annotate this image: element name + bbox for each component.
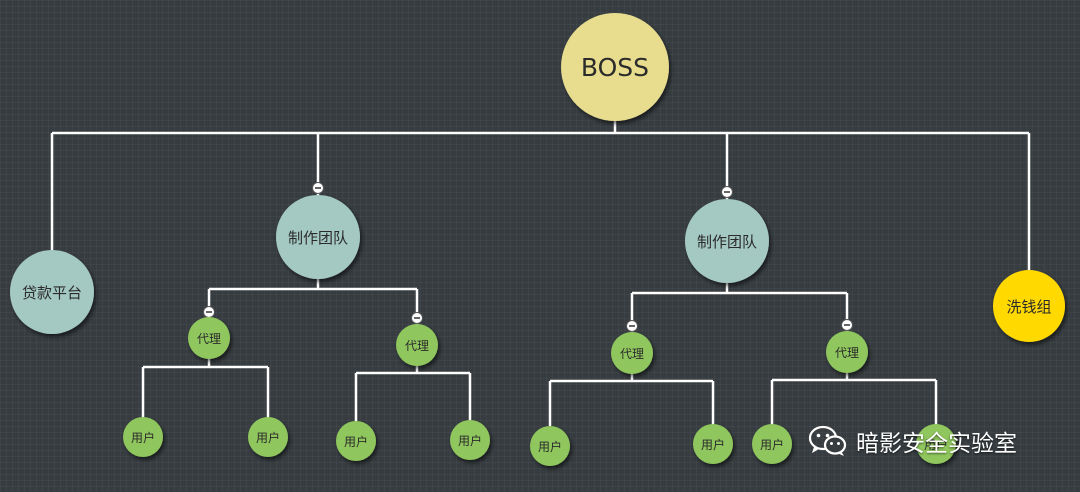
node-money-laundering-label: 洗钱组 (1006, 298, 1051, 316)
node-team-left[interactable]: 制作团队 (276, 195, 360, 279)
node-money-laundering[interactable]: 洗钱组 (993, 270, 1065, 342)
node-user-3[interactable]: 用户 (336, 421, 376, 461)
node-team-right[interactable]: 制作团队 (685, 199, 769, 283)
node-user-3-label: 用户 (344, 434, 368, 449)
node-user-2-label: 用户 (256, 430, 280, 445)
node-boss[interactable]: BOSS (561, 13, 669, 121)
collapse-toggle-team-left[interactable] (312, 182, 324, 194)
node-user-7-label: 用户 (760, 437, 784, 452)
node-team-left-label: 制作团队 (288, 229, 348, 247)
node-user-4[interactable]: 用户 (450, 420, 490, 460)
node-user-8[interactable]: 用户 (916, 424, 956, 464)
node-user-5-label: 用户 (538, 439, 562, 454)
collapse-toggle-agent-2[interactable] (411, 312, 423, 324)
node-loan-platform-label: 贷款平台 (22, 284, 82, 302)
node-user-1[interactable]: 用户 (123, 417, 163, 457)
node-user-7[interactable]: 用户 (752, 424, 792, 464)
node-loan-platform[interactable]: 贷款平台 (10, 250, 94, 334)
collapse-toggle-agent-3[interactable] (626, 320, 638, 332)
node-agent-4-label: 代理 (835, 346, 859, 360)
watermark: 暗影安全实验室 (808, 424, 1017, 458)
node-agent-3[interactable]: 代理 (611, 332, 653, 374)
collapse-toggle-team-right[interactable] (721, 186, 733, 198)
node-user-8-label: 用户 (924, 437, 948, 452)
node-agent-2[interactable]: 代理 (396, 324, 438, 366)
collapse-toggle-agent-4[interactable] (841, 319, 853, 331)
node-agent-1-label: 代理 (197, 332, 221, 346)
node-agent-4[interactable]: 代理 (826, 331, 868, 373)
node-agent-2-label: 代理 (405, 339, 429, 353)
node-team-right-label: 制作团队 (697, 233, 757, 251)
nodes: BOSS 贷款平台 制作团队 制作团队 洗钱组 代理 代理 代理 (10, 13, 1065, 466)
node-user-6[interactable]: 用户 (693, 424, 733, 464)
watermark-text: 暗影安全实验室 (856, 431, 1017, 457)
wechat-icon (808, 425, 847, 456)
node-user-5[interactable]: 用户 (530, 426, 570, 466)
node-agent-1[interactable]: 代理 (188, 317, 230, 359)
connector-lines (50, 105, 1031, 426)
node-agent-3-label: 代理 (620, 347, 644, 361)
node-user-6-label: 用户 (701, 437, 725, 452)
node-user-2[interactable]: 用户 (248, 417, 288, 457)
collapse-toggle-agent-1[interactable] (203, 306, 215, 318)
node-boss-label: BOSS (581, 53, 649, 82)
node-user-1-label: 用户 (131, 430, 155, 445)
node-user-4-label: 用户 (458, 433, 482, 448)
